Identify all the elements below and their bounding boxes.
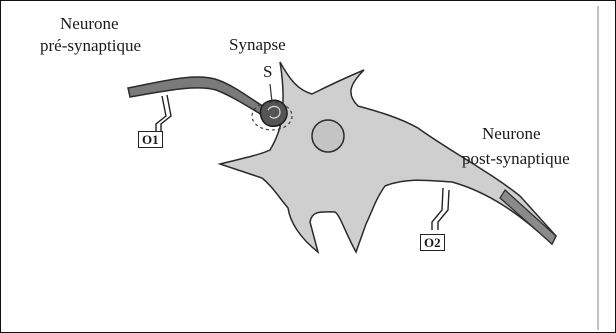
electrode-o2-label: O2 xyxy=(420,234,445,251)
s-pointer xyxy=(270,84,272,102)
electrode-o1-label: O1 xyxy=(138,131,163,148)
presynaptic-label-line1: Neurone xyxy=(60,14,119,34)
presynaptic-axon xyxy=(128,77,266,116)
nucleus xyxy=(312,120,344,152)
presynaptic-label-line2: pré-synaptique xyxy=(40,36,141,56)
electrode-o1 xyxy=(156,95,171,132)
postsynaptic-label-line2: post-synaptique xyxy=(462,149,570,169)
synapse-s-label: S xyxy=(263,62,272,82)
electrode-o2 xyxy=(432,188,449,230)
postsynaptic-axon xyxy=(500,190,556,244)
synapse-label: Synapse xyxy=(229,35,286,55)
postsynaptic-label-line1: Neurone xyxy=(482,124,541,144)
